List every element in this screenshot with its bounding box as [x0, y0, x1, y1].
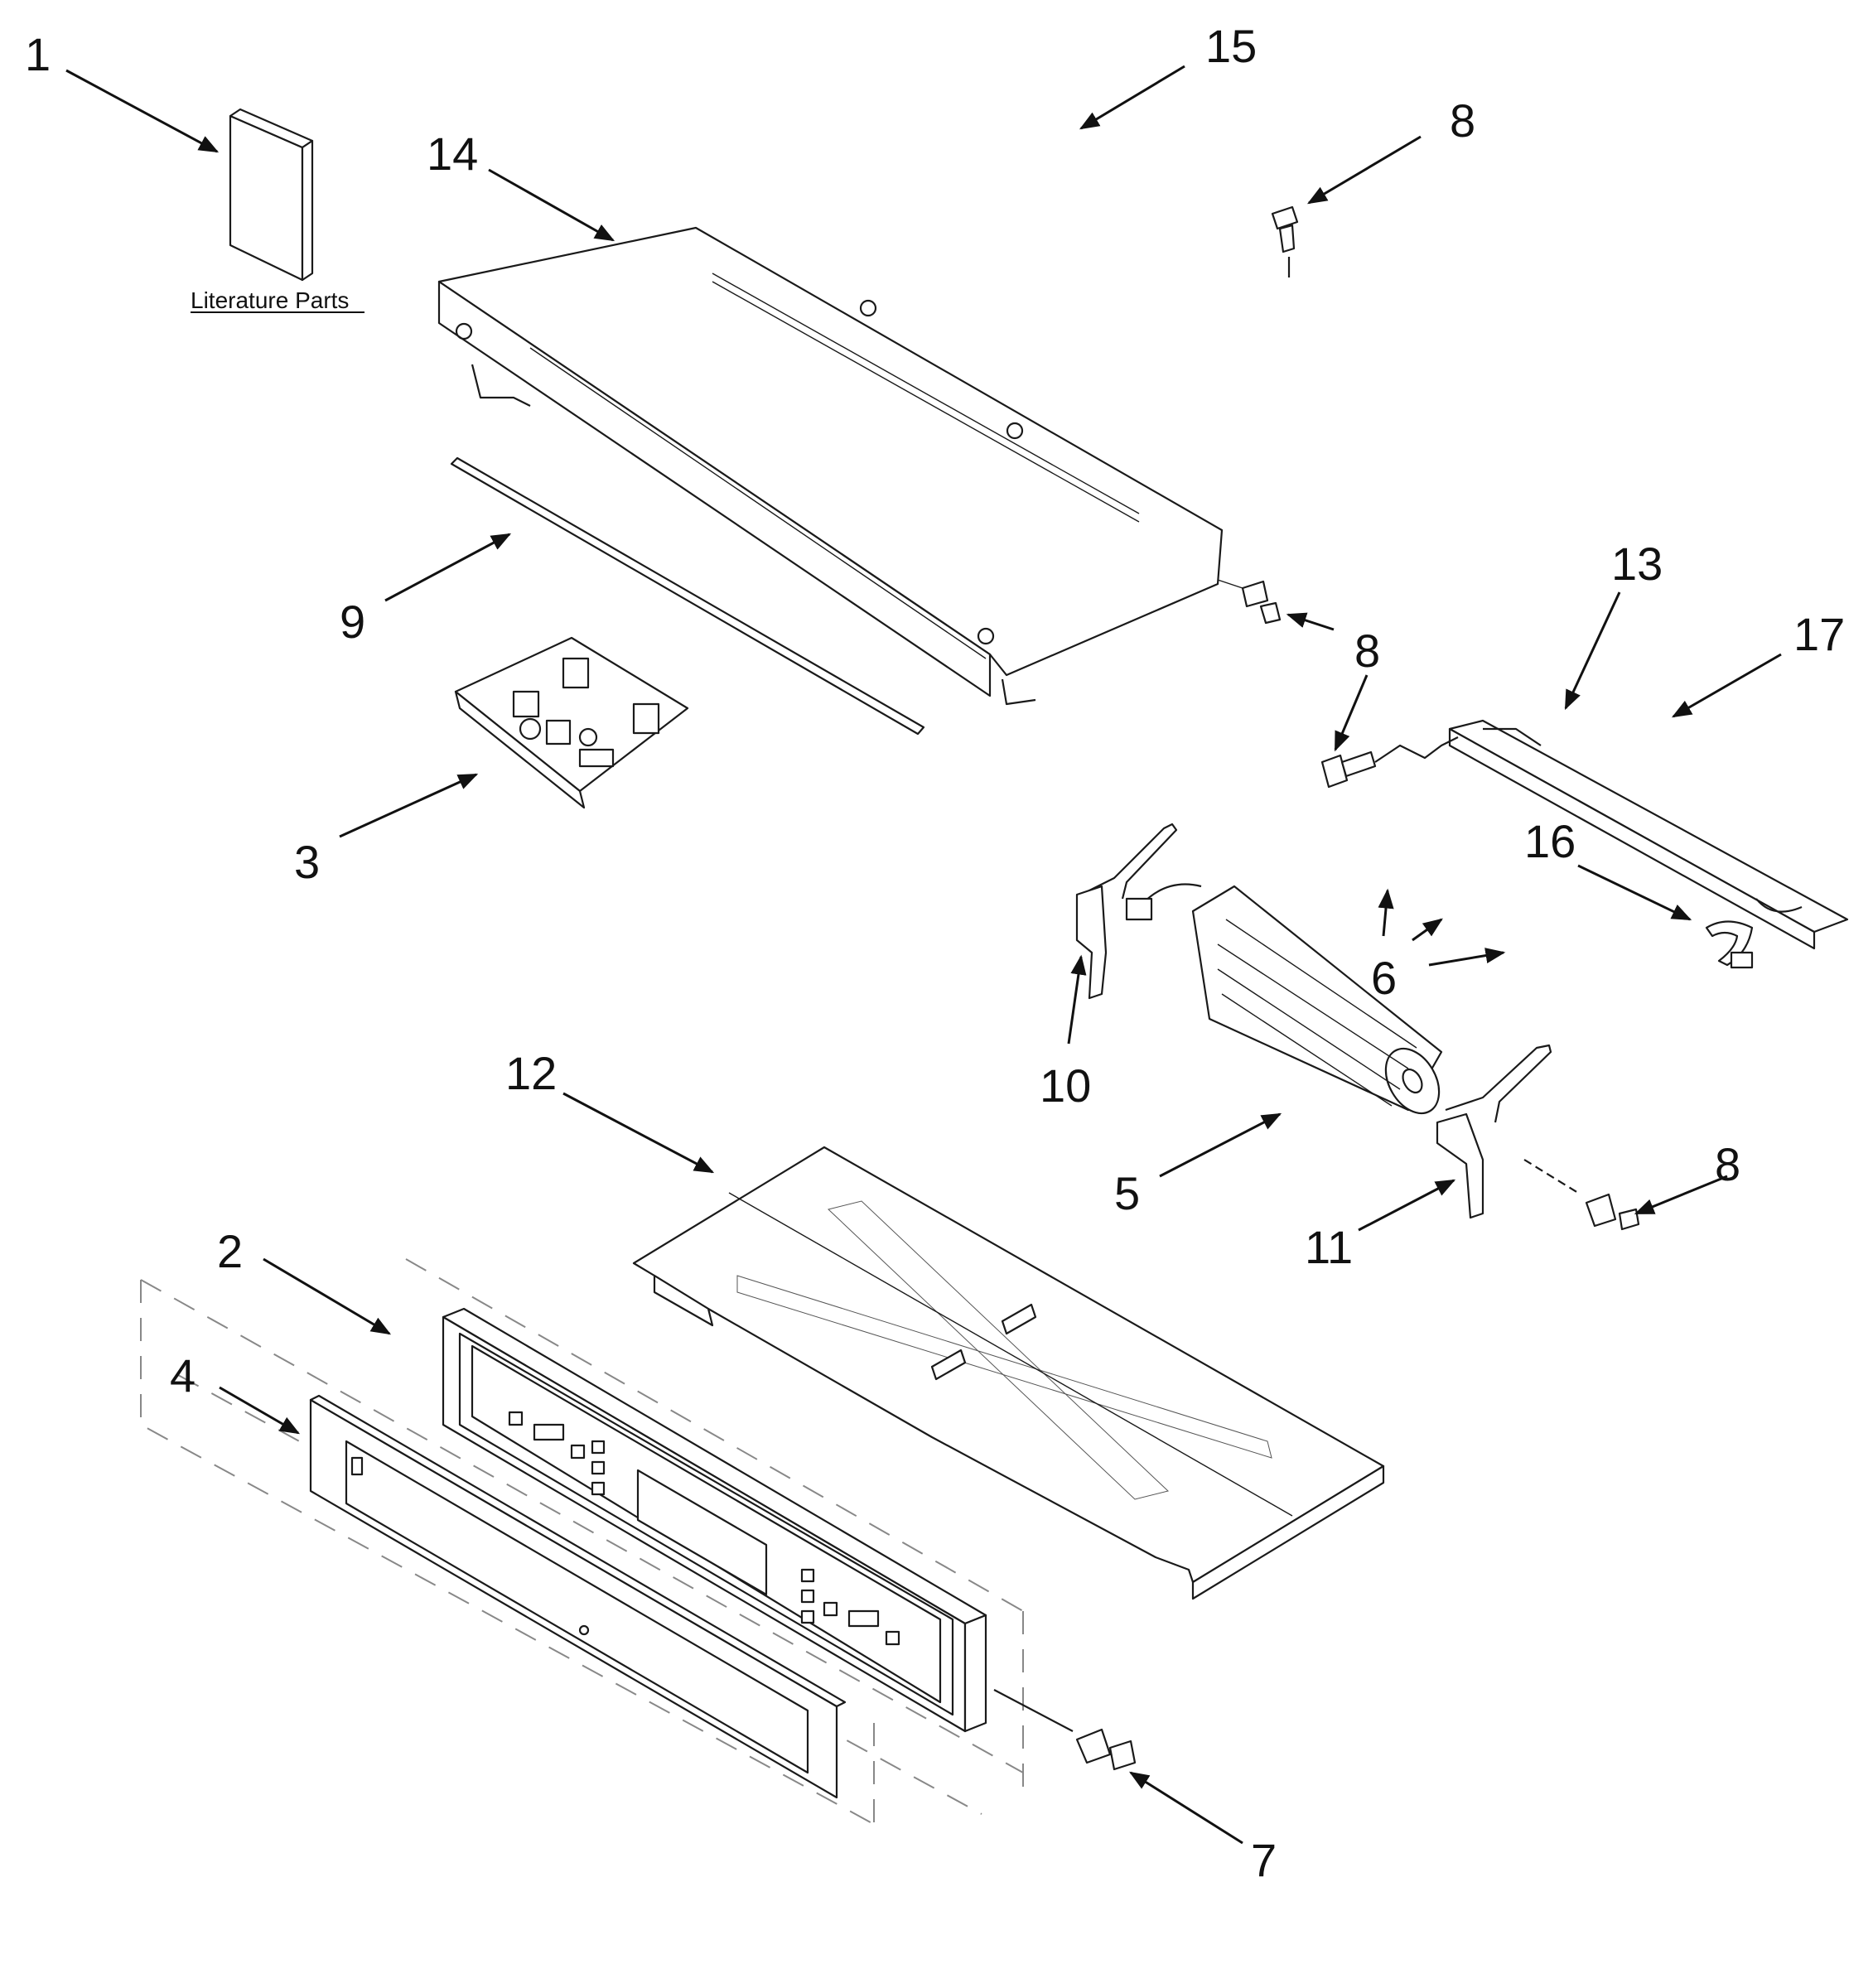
callout-3: 3	[294, 836, 320, 888]
callout-4: 4	[170, 1349, 196, 1402]
screw-part-8-lower	[1523, 1159, 1640, 1231]
bottom-panel-part-12	[632, 1146, 1385, 1600]
control-board-part-3	[454, 636, 689, 809]
glass-panel-part-4	[309, 1394, 847, 1799]
callout-2: 2	[217, 1225, 243, 1277]
screw-part-8-top	[1271, 205, 1299, 277]
callout-8: 8	[1354, 625, 1380, 677]
blower-part-5	[1125, 883, 1443, 1115]
bracket-part-10	[1075, 823, 1178, 1000]
callout-8: 8	[1715, 1138, 1740, 1190]
callout-14: 14	[427, 128, 478, 180]
screw-part-8-housing	[1217, 579, 1282, 625]
bracket-rail-part-13-17	[1374, 719, 1849, 950]
callout-10: 10	[1040, 1059, 1091, 1112]
callout-6: 6	[1371, 952, 1397, 1004]
leader-arrows	[65, 65, 1782, 1845]
literature-parts-label: Literature Parts	[191, 287, 349, 313]
screw-part-8-bracket	[1320, 750, 1377, 789]
control-panel-part-2	[442, 1307, 987, 1733]
callout-9: 9	[340, 596, 365, 648]
screw-part-7	[993, 1689, 1137, 1771]
callout-1: 1	[25, 28, 51, 80]
upper-housing-part-14	[437, 226, 1224, 706]
bracket-part-11	[1436, 1044, 1552, 1219]
callout-16: 16	[1524, 815, 1576, 867]
callout-13: 13	[1611, 538, 1663, 590]
callout-15: 15	[1205, 20, 1257, 72]
rod-part-9	[450, 456, 925, 736]
literature-part-1	[191, 108, 364, 313]
clip-part-16	[1705, 920, 1754, 969]
callout-17: 17	[1793, 608, 1845, 660]
callout-12: 12	[505, 1047, 557, 1099]
callout-11: 11	[1305, 1221, 1353, 1273]
callout-8: 8	[1450, 94, 1475, 147]
callout-7: 7	[1251, 1834, 1277, 1886]
callout-5: 5	[1114, 1167, 1140, 1219]
